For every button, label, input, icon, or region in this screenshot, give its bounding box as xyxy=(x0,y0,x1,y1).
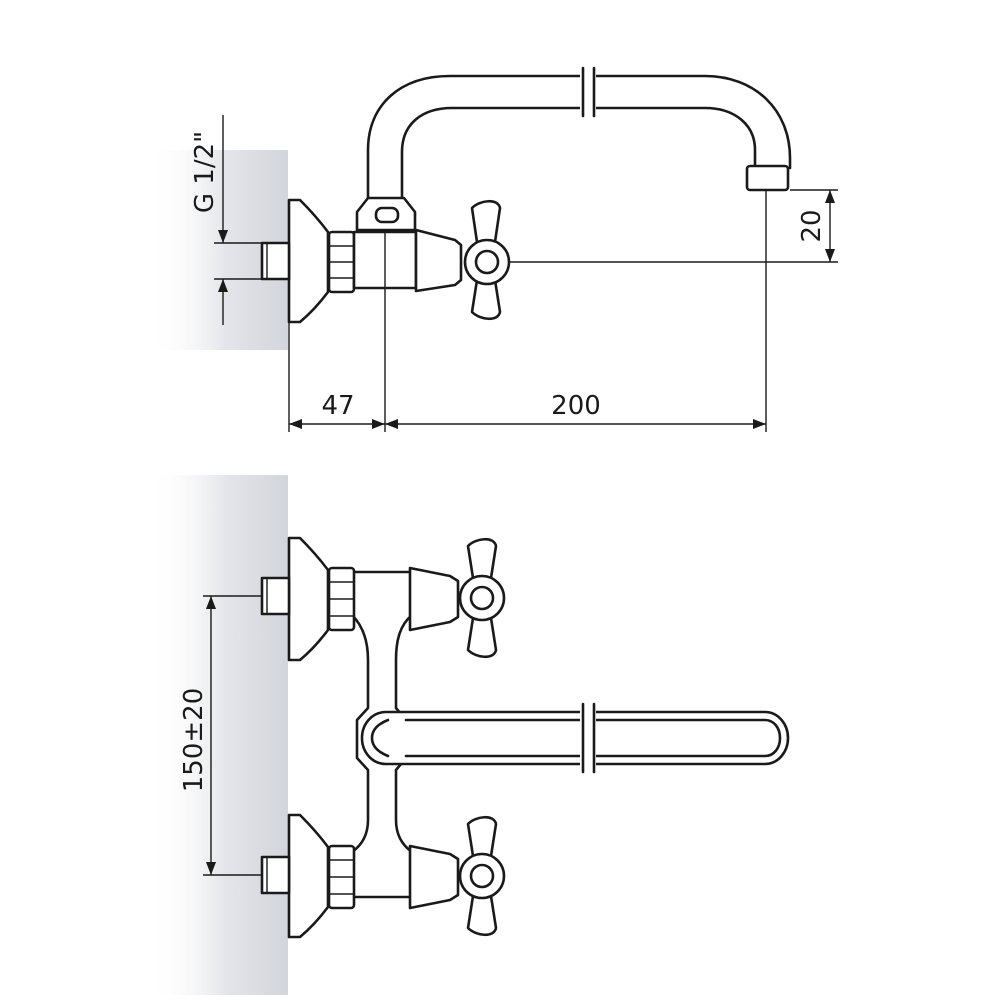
front-view xyxy=(260,536,790,939)
dim-wall-offset-label: 47 xyxy=(321,391,354,421)
spout-top-view xyxy=(360,702,790,774)
valve-bonnet xyxy=(414,228,463,293)
aerator xyxy=(745,164,790,192)
lower-valve xyxy=(260,813,506,939)
dim-thread-label: G 1/2" xyxy=(190,131,220,213)
spout-inner-line xyxy=(400,106,757,202)
wall-flange xyxy=(287,198,330,324)
inlet-nipple xyxy=(260,241,291,281)
spout-outer-line xyxy=(366,74,792,202)
side-view xyxy=(260,66,838,324)
cross-handle-side xyxy=(463,199,511,321)
upper-valve xyxy=(260,536,506,662)
dim-spout-height-label: 20 xyxy=(797,209,827,242)
dim-center-spacing: 150±20 xyxy=(179,595,262,876)
dim-center-spacing-label: 150±20 xyxy=(179,688,209,793)
dim-horizontal: 47 200 xyxy=(288,190,767,432)
dim-spout-height: 20 xyxy=(797,190,835,262)
dim-thread: G 1/2" xyxy=(190,115,262,325)
wall-shadow-bottom xyxy=(150,475,288,995)
dim-spout-reach-label: 200 xyxy=(551,391,601,421)
